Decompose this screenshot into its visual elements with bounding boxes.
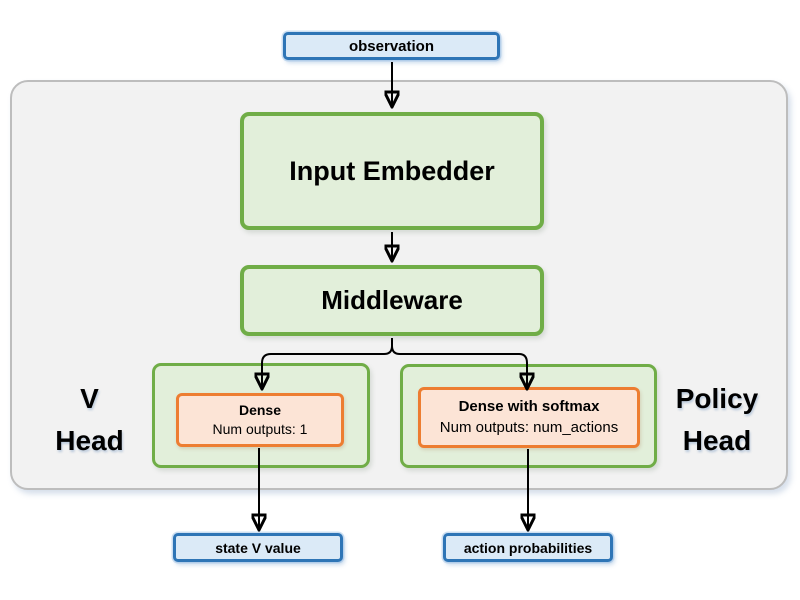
- v-head-dense-name: Dense: [238, 402, 282, 419]
- policy-head-label: Policy Head: [675, 383, 759, 456]
- input-embedder-node: Input Embedder: [240, 112, 544, 230]
- input-embedder-label: Input Embedder: [289, 155, 495, 186]
- v-head-dense-outputs: Num outputs: 1: [212, 421, 308, 437]
- state-v-value-label: state V value: [215, 539, 301, 556]
- v-head-label: V Head: [55, 383, 124, 456]
- policy-head-dense-name: Dense with softmax: [458, 398, 600, 416]
- v-head-dense-layer: Dense Num outputs: 1: [176, 393, 344, 447]
- observation-node: observation: [283, 32, 500, 60]
- policy-head-dense-layer: Dense with softmax Num outputs: num_acti…: [418, 387, 640, 448]
- policy-head-dense-outputs: Num outputs: num_actions: [439, 418, 619, 436]
- action-probabilities-label: action probabilities: [463, 539, 593, 556]
- action-probabilities-node: action probabilities: [443, 533, 613, 562]
- observation-label: observation: [348, 37, 435, 55]
- middleware-node: Middleware: [240, 265, 544, 336]
- middleware-label: Middleware: [321, 285, 463, 315]
- state-v-value-node: state V value: [173, 533, 343, 562]
